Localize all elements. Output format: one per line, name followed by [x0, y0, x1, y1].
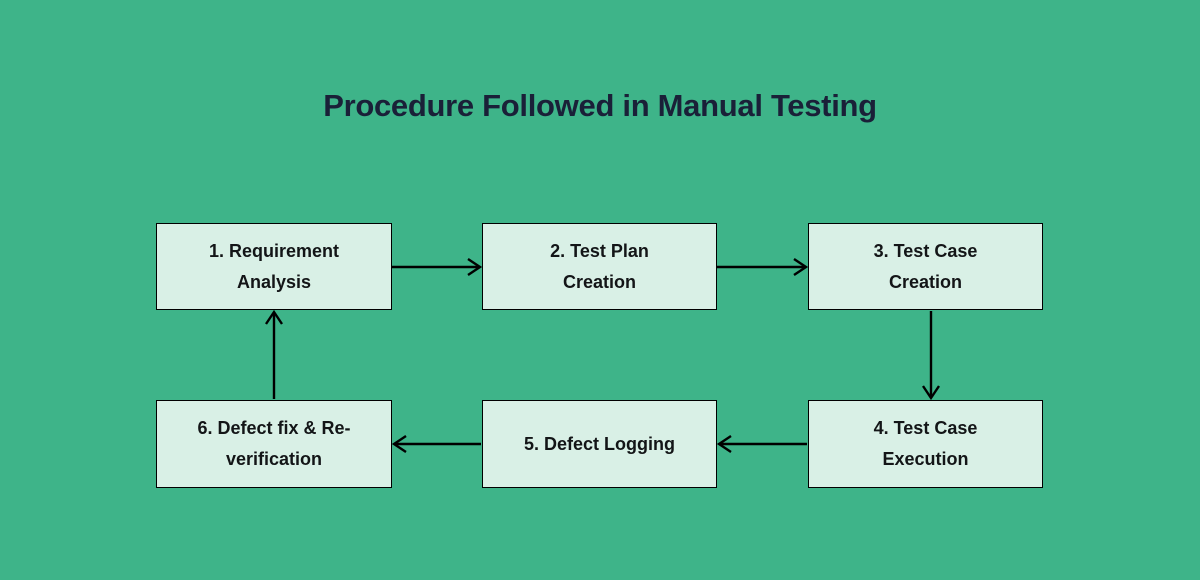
- arrow-3-to-4: [922, 311, 940, 401]
- arrow-5-to-6: [391, 435, 481, 453]
- flow-step-test-case-execution: 4. Test Case Execution: [808, 400, 1043, 488]
- flow-step-test-case-creation: 3. Test Case Creation: [808, 223, 1043, 310]
- flow-step-label-line: 2. Test Plan: [550, 240, 649, 261]
- arrow-1-to-2: [392, 258, 483, 276]
- flow-step-label-line: Creation: [562, 271, 636, 292]
- flow-step-label-line: 3. Test Case: [873, 240, 978, 261]
- flow-step-requirement-analysis: 1. Requirement Analysis: [156, 223, 392, 310]
- flow-step-label-line: 6. Defect fix & Re-: [197, 418, 351, 438]
- arrow-6-to-1: [265, 309, 283, 399]
- diagram-title: Procedure Followed in Manual Testing: [323, 88, 877, 123]
- flow-step-defect-fix-reverification: 6. Defect fix & Re- verification: [156, 400, 392, 488]
- flow-step-test-plan-creation: 2. Test Plan Creation: [482, 223, 717, 310]
- flow-step-label-line: verification: [225, 449, 323, 469]
- flow-step-defect-logging: 5. Defect Logging: [482, 400, 717, 488]
- flow-step-label-line: Creation: [888, 271, 962, 292]
- flow-step-label-line: Analysis: [236, 271, 312, 292]
- arrow-4-to-5: [716, 435, 807, 453]
- arrow-2-to-3: [717, 258, 809, 276]
- flow-step-label-line: Execution: [882, 449, 969, 469]
- flow-step-label-line: 4. Test Case: [873, 418, 978, 438]
- flow-step-label-line: 5. Defect Logging: [523, 433, 675, 454]
- flow-step-label-line: 1. Requirement: [208, 240, 340, 261]
